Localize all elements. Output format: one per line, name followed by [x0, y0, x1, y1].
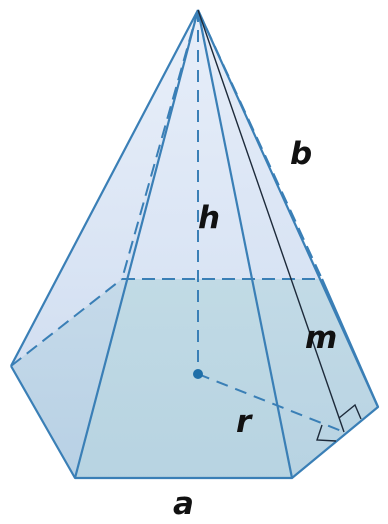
right-angle-marker-face — [338, 403, 362, 420]
visible-edges — [10, 9, 380, 480]
lateral-face-right — [198, 10, 378, 478]
lateral-face-front — [75, 10, 292, 478]
lateral-face-left — [11, 10, 198, 478]
label-a: a — [173, 486, 194, 522]
label-m: m — [305, 320, 337, 356]
base-center-dot — [193, 369, 203, 379]
right-angle-marker-base — [316, 424, 337, 442]
inradius-line — [197, 373, 345, 433]
label-h: h — [198, 200, 220, 236]
slant-height-line — [197, 9, 345, 433]
label-r: r — [236, 404, 253, 440]
label-b: b — [290, 136, 312, 172]
